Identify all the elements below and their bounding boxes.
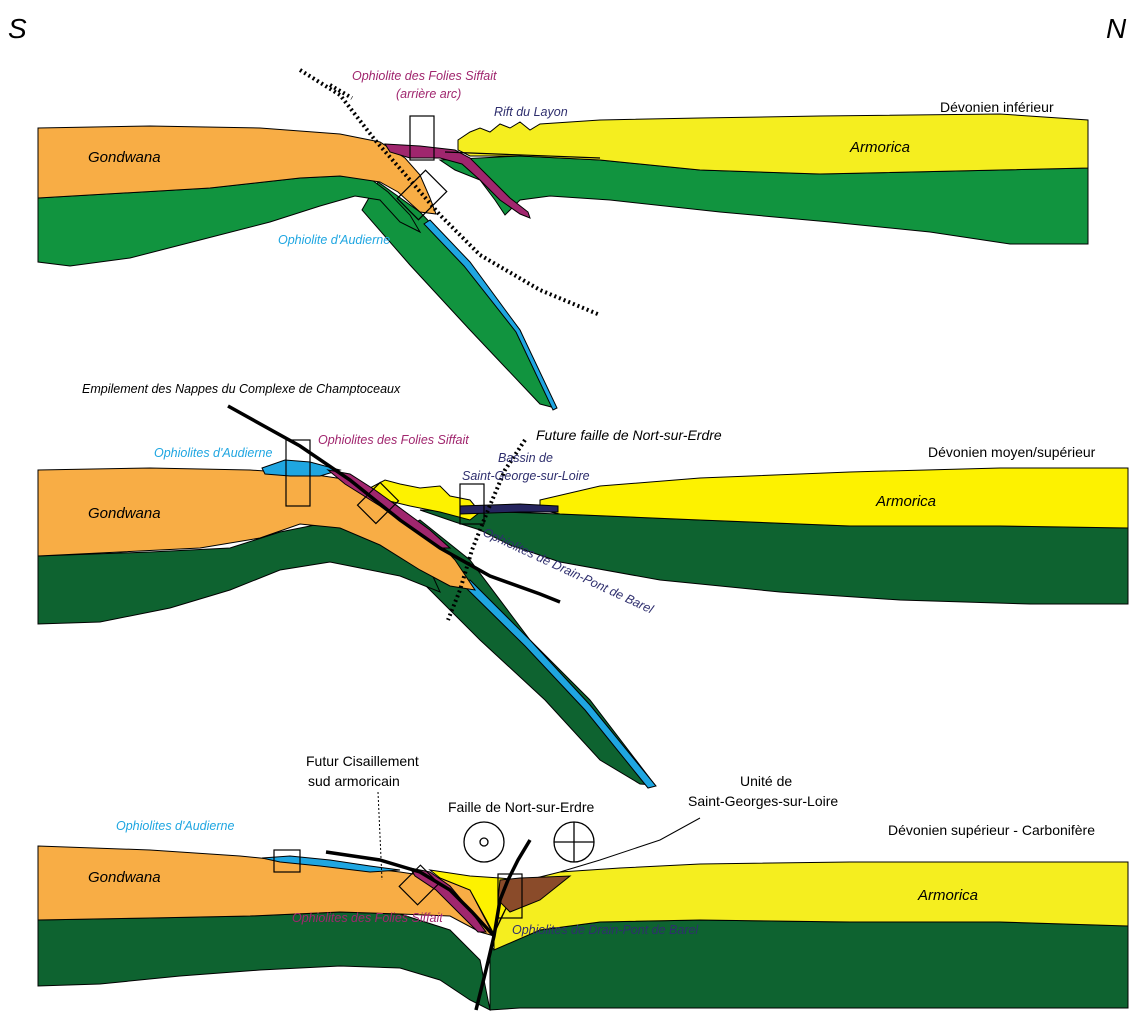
p3-unite-label-1: Unité de <box>740 773 792 789</box>
p2-audierne-label: Ophiolites d'Audierne <box>154 446 272 460</box>
p2-armorica-label: Armorica <box>875 493 936 510</box>
p2-nappes-label: Empilement des Nappes du Complexe de Cha… <box>82 382 401 396</box>
p3-gondwana-mantle <box>38 912 490 1010</box>
p2-gondwana-label: Gondwana <box>88 505 161 522</box>
south-label: S <box>8 13 27 44</box>
p3-gondwana-label: Gondwana <box>88 869 161 886</box>
p1-gondwana-label: Gondwana <box>88 149 161 166</box>
p3-faille-label: Faille de Nort-sur-Erdre <box>448 799 594 815</box>
p2-future-fault-label: Future faille de Nort-sur-Erdre <box>536 427 722 443</box>
panel-2-devonien-moyen: Gondwana Armorica Dévonien moyen/supérie… <box>38 382 1128 788</box>
p3-motion-away-dot <box>480 838 488 846</box>
p1-dotted-trace-b <box>330 85 352 98</box>
p1-stage-label: Dévonien inférieur <box>940 99 1054 115</box>
p1-armorica-label: Armorica <box>849 139 910 156</box>
panel-1-devonien-inferieur: Gondwana Armorica Dévonien inférieur Oph… <box>38 69 1088 410</box>
p1-rift-label: Rift du Layon <box>494 105 568 119</box>
p1-folies-label-2: (arrière arc) <box>396 87 461 101</box>
p3-drain-label: Ophiolites de Drain-Pont de Barel <box>512 923 699 937</box>
p3-cisaillement-label-2: sud armoricain <box>308 773 400 789</box>
p3-armorica-label: Armorica <box>917 887 978 904</box>
p3-cisaillement-label-1: Futur Cisaillement <box>306 753 419 769</box>
p2-stage-label: Dévonien moyen/supérieur <box>928 444 1096 460</box>
p1-audierne-label: Ophiolite d'Audierne <box>278 233 390 247</box>
p2-folies-label: Ophiolites des Folies Siffait <box>318 433 469 447</box>
p2-audierne-lens <box>262 460 340 476</box>
panel-3-devonien-carbonifere: Gondwana Armorica Dévonien supérieur - C… <box>38 753 1128 1010</box>
p3-stage-label: Dévonien supérieur - Carbonifère <box>888 822 1095 838</box>
p2-bassin-label-2: Saint-George-sur-Loire <box>462 469 590 483</box>
p2-bassin-label-1: Bassin de <box>498 451 553 465</box>
p3-unite-label-2: Saint-Georges-sur-Loire <box>688 793 838 809</box>
p2-bassin-strip <box>460 504 558 514</box>
p1-folies-label-1: Ophiolite des Folies Siffait <box>352 69 497 83</box>
p3-audierne-label: Ophiolites d'Audierne <box>116 819 234 833</box>
p3-folies-label: Ophiolites des Folies Siffait <box>292 911 443 925</box>
north-label: N <box>1106 13 1127 44</box>
